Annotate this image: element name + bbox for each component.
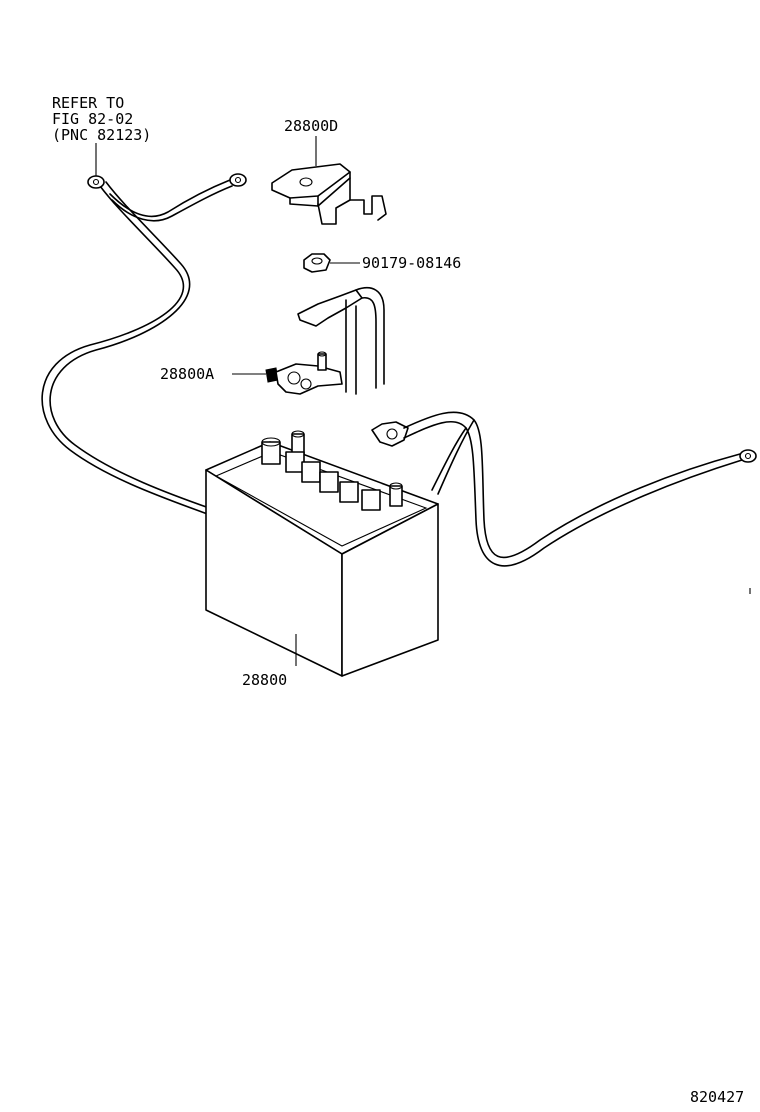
battery-post-positive [389, 482, 403, 507]
positive-cable-clamp [297, 286, 385, 395]
label-28800A: 28800A [160, 365, 214, 383]
ground-cable [41, 173, 247, 516]
nut-part: 90179-08146 [303, 253, 461, 273]
terminal-cover-part: 28800D [271, 117, 387, 225]
figure-id: 820427 [690, 1088, 744, 1106]
ring-terminal-right [739, 449, 757, 463]
reference-note: REFER TO FIG 82-02 (PNC 82123) [52, 94, 151, 176]
label-90179-08146: 90179-08146 [362, 254, 461, 272]
label-28800: 28800 [242, 671, 287, 689]
battery-side [341, 503, 439, 677]
battery-post-negative [261, 430, 305, 465]
terminal-part: 28800A [160, 351, 343, 395]
refer-note-line-3: (PNC 82123) [52, 126, 151, 144]
ring-terminal-branch [229, 173, 247, 187]
ring-terminal-left [87, 175, 105, 189]
refer-note-line-2: FIG 82-02 [52, 110, 133, 128]
nut-icon [303, 253, 331, 273]
battery-part: 28800 [205, 430, 439, 689]
label-28800D: 28800D [284, 117, 338, 135]
positive-cable-right [371, 411, 757, 567]
refer-note-line-1: REFER TO [52, 94, 124, 112]
